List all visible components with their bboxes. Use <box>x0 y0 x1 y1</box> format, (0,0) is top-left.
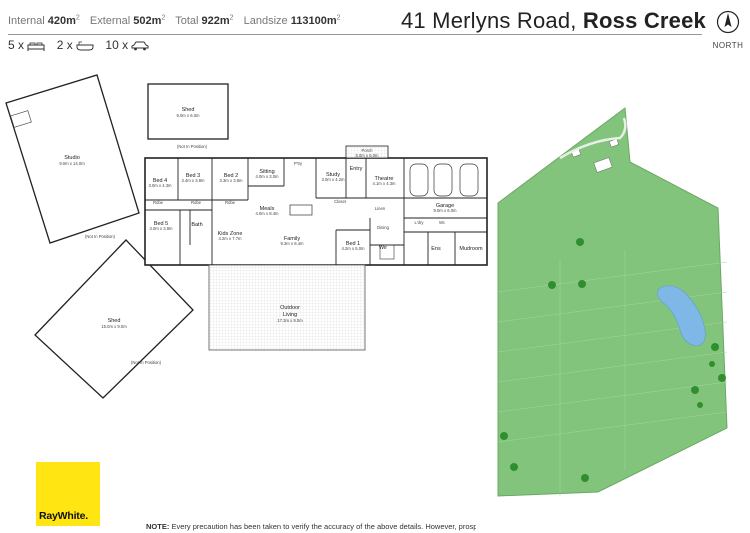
area-stats: Internal 420m2 External 502m2 Total 922m… <box>8 14 341 27</box>
theatre-label: Theatre <box>375 176 394 182</box>
bed2-label: Bed 2 <box>224 173 238 179</box>
kids-zone-dims: 4.2m x 7.7m <box>218 236 242 241</box>
bed5-label: Bed 5 <box>154 221 168 227</box>
main-house: Bed 4 3.0m x 4.3m Bed 3 3.4m x 3.8m Bed … <box>144 145 488 351</box>
dining-label: Dining <box>377 225 390 230</box>
header: Internal 420m2 External 502m2 Total 922m… <box>8 6 742 36</box>
wc-label: Wc <box>439 220 445 225</box>
studio-note: (Not In Position) <box>85 234 116 239</box>
kitchen-island <box>289 204 313 216</box>
note-text: Every precaution has been taken to verif… <box>171 522 476 531</box>
ensuite-label: Ens <box>431 246 441 252</box>
shed-top: Shed 9.0m x 6.0m (Not In Position) <box>147 83 229 149</box>
trees <box>500 238 726 482</box>
logo-text: RayWhite. <box>39 510 88 522</box>
shed-bottom-label: Shed <box>108 318 121 324</box>
shed-bottom-dims: 15.0m x 9.0m <box>101 324 127 329</box>
kids-zone-label: Kids Zone <box>218 231 243 237</box>
shed-bottom: Shed 15.0m x 9.0m (Not In Position) <box>34 239 194 399</box>
bed5-dims: 3.0m x 3.9m <box>149 226 173 231</box>
stat-landsize: Landsize 113100m2 <box>243 14 341 27</box>
bed3-dims: 3.4m x 3.8m <box>181 178 205 183</box>
feature-counts: 5 x 2 x 10 x <box>8 38 157 52</box>
bath-icon <box>76 41 94 51</box>
shed-bottom-note: (Not In Position) <box>131 360 162 365</box>
robe-2-label: Robe <box>191 200 202 205</box>
study-dims: 3.0m x 4.2m <box>321 177 345 182</box>
bed2-dims: 3.3m x 3.8m <box>219 178 243 183</box>
studio-label: Studio <box>64 155 80 161</box>
bed4-dims: 3.0m x 4.3m <box>148 183 172 188</box>
address-street: 41 Merlyns Road, <box>400 8 577 33</box>
study-label: Study <box>326 172 340 178</box>
bed4-label: Bed 4 <box>153 178 167 184</box>
pantry-label: P'try <box>294 161 303 166</box>
linen-label: Linen <box>375 206 386 211</box>
outdoor-living-label-2: Living <box>283 312 297 318</box>
mudroom-label: Mudroom <box>459 246 483 252</box>
stat-total: Total 922m2 <box>175 14 234 27</box>
shed-top-note: (Not In Position) <box>177 144 208 149</box>
garage-cars <box>409 163 479 197</box>
meals-dims: 4.0m x 8.4m <box>255 211 279 216</box>
disclaimer-note: NOTE: Every precaution has been taken to… <box>146 522 476 531</box>
north-indicator: NORTH <box>712 10 744 50</box>
note-label: NOTE: <box>146 522 170 531</box>
studio-dims: 9.0m x 14.0m <box>59 161 85 166</box>
garage-dims: 9.0m x 6.0m <box>433 208 457 213</box>
shed-top-label: Shed <box>182 107 195 113</box>
bed1-dims: 4.2m x 5.0m <box>341 246 365 251</box>
sitting-label: Sitting <box>259 169 274 175</box>
header-divider <box>8 34 702 35</box>
bath-label: Bath <box>191 222 202 228</box>
sitting-dims: 4.0m x 3.0m <box>255 174 279 179</box>
stat-external: External 502m2 <box>89 14 166 27</box>
bed1-label: Bed 1 <box>346 241 360 247</box>
porch-label: Porch <box>362 148 374 153</box>
stat-internal: Internal 420m2 <box>8 14 80 27</box>
site-plan <box>497 107 728 497</box>
bed3-label: Bed 3 <box>186 173 200 179</box>
outdoor-living-label: Outdoor <box>280 305 300 311</box>
robe-3-label: Robe <box>225 200 236 205</box>
laundry-label: L'dry <box>415 220 425 225</box>
family-label: Family <box>284 236 300 242</box>
north-arrow-icon <box>716 10 740 34</box>
car-icon <box>131 41 149 51</box>
porch-dims: 5.0m x 6.0m <box>355 153 379 158</box>
shed-top-dims: 9.0m x 6.0m <box>176 113 200 118</box>
garage-label: Garage <box>436 203 454 209</box>
theatre-dims: 4.1m x 4.3m <box>372 181 396 186</box>
feature-bathrooms: 2 x <box>57 38 94 52</box>
dam <box>657 285 706 347</box>
meals-label: Meals <box>260 206 275 212</box>
wir-label: Wir <box>379 245 387 251</box>
feature-car-spaces: 10 x <box>105 38 149 52</box>
bed-icon <box>27 42 45 51</box>
north-label: NORTH <box>712 41 744 50</box>
studio-building: Studio 9.0m x 14.0m (Not In Position) <box>5 74 140 244</box>
raywhite-logo: RayWhite. <box>36 462 100 526</box>
closet-label: Closet <box>334 199 347 204</box>
family-dims: 9.3m x 8.4m <box>280 241 304 246</box>
feature-bedrooms: 5 x <box>8 38 45 52</box>
outdoor-living-dims: 17.3m x 9.0m <box>277 318 303 323</box>
address-suburb: Ross Creek <box>582 8 706 33</box>
robe-1-label: Robe <box>153 200 164 205</box>
property-address: 41 Merlyns Road, Ross Creek <box>401 8 706 34</box>
entry-label: Entry <box>350 166 363 172</box>
